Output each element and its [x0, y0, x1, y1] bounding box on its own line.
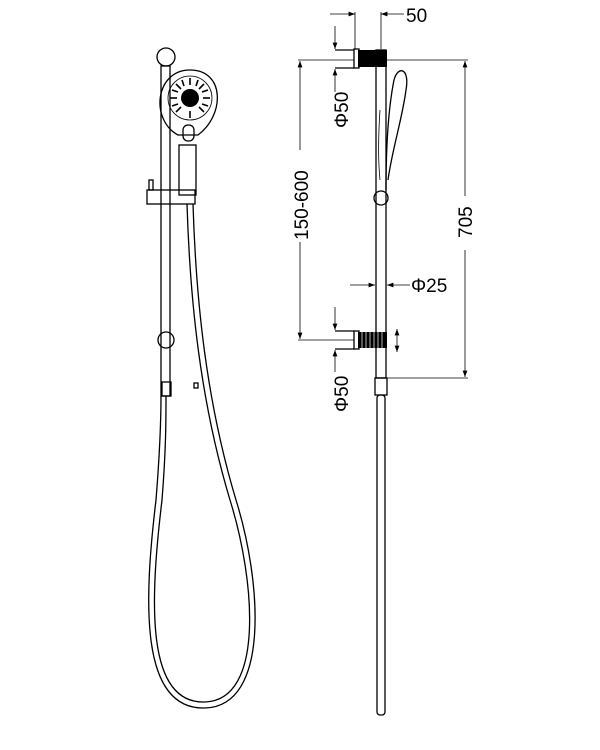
bottom-bracket [358, 332, 387, 348]
top-end-cap [156, 47, 176, 67]
side-view: 50 Φ50 150-600 705 Φ25 Φ50 [288, 6, 478, 716]
front-view [146, 47, 256, 709]
rail [375, 49, 387, 379]
dim-bracket-projection: 50 [406, 6, 427, 27]
dim-bottom-bracket-diameter: Φ50 [332, 376, 353, 412]
lower-bracket [157, 331, 175, 349]
hose [153, 203, 251, 703]
slider-side [373, 190, 389, 206]
hand-shower-head [159, 69, 218, 196]
top-bracket [358, 50, 387, 67]
slider [146, 189, 196, 205]
handle [178, 144, 197, 196]
dim-overall-height: 705 [456, 206, 477, 238]
hose-side [376, 394, 386, 716]
dim-rail-diameter: Φ25 [411, 276, 447, 297]
dim-bracket-spacing: 150-600 [292, 170, 313, 240]
hand-shower-side [385, 70, 408, 191]
dim-top-bracket-diameter: Φ50 [332, 92, 353, 128]
